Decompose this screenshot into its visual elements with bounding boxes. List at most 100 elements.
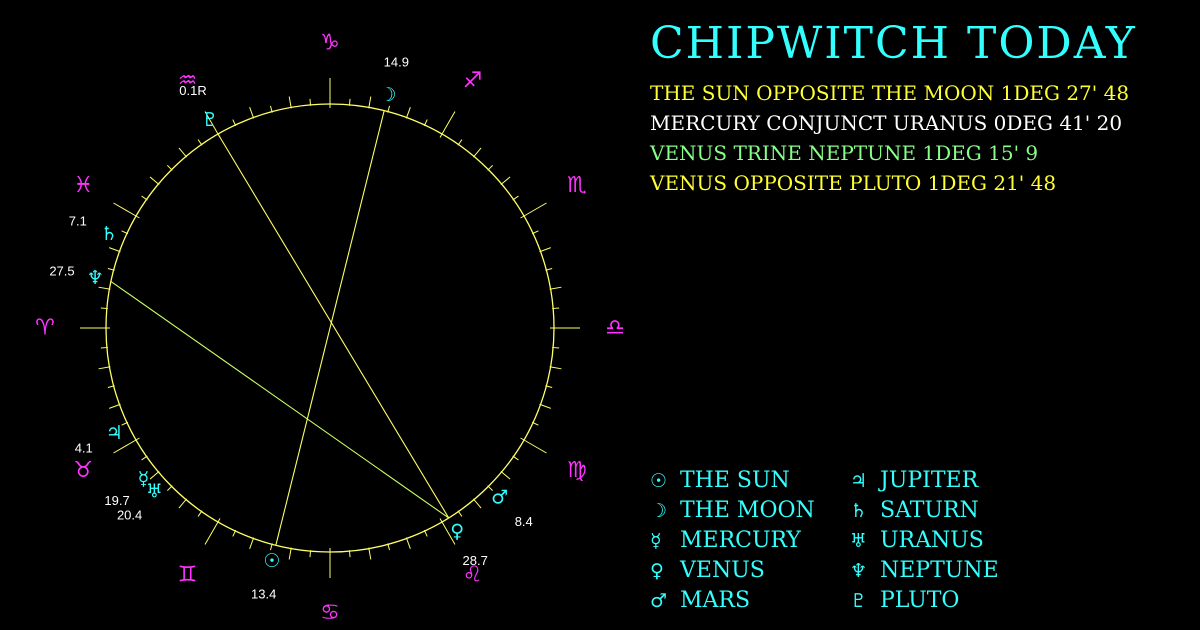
- wheel-tick: [113, 437, 140, 454]
- aspect-item: THE SUN OPPOSITE THE MOON 1DEG 27' 48: [650, 81, 1130, 105]
- pisces-icon: ♓: [73, 173, 93, 198]
- aspect-item: MERCURY CONJUNCT URANUS 0DEG 41' 20: [650, 111, 1123, 135]
- legend-label: THE SUN: [680, 468, 790, 493]
- wheel-tick: [149, 470, 160, 480]
- legend-item-mars: ♂ MARS: [650, 586, 750, 616]
- uranus-icon: ♅: [850, 530, 868, 552]
- venus-icon: ♀: [450, 521, 464, 543]
- mars-icon: ♂: [650, 590, 668, 612]
- uranus-icon: ♅: [146, 481, 163, 503]
- virgo-icon: ♍: [567, 458, 587, 483]
- legend-label: NEPTUNE: [880, 558, 999, 583]
- mars-icon: ♂: [491, 487, 508, 509]
- moon-icon: ☽: [380, 84, 397, 106]
- neptune-icon: ♆: [87, 267, 104, 289]
- pluto-icon: ♇: [201, 109, 218, 131]
- capricorn-icon: ♑: [320, 31, 340, 56]
- wheel-tick: [178, 498, 188, 509]
- pluto-degree-label: 0.1R: [179, 83, 206, 98]
- legend-label: MERCURY: [680, 528, 801, 553]
- wheel-tick: [520, 202, 547, 219]
- aspect-lines: [110, 110, 450, 546]
- wheel-tick: [539, 403, 551, 409]
- wheel-tick: [149, 176, 160, 186]
- wheel-tick: [288, 547, 292, 560]
- wheel-tick: [549, 286, 562, 290]
- sun-icon: ☉: [263, 550, 280, 572]
- neptune-icon: ♆: [850, 560, 868, 582]
- aspect-line-venus-neptune: [110, 280, 450, 519]
- legend-label: VENUS: [680, 558, 765, 583]
- planet-markers: ☉13.4☽14.9☿19.7♀28.7♂8.4♃4.1♄7.1♅20.4♆27…: [49, 55, 532, 602]
- mercury-degree-label: 19.7: [104, 493, 129, 508]
- aspect-list: THE SUN OPPOSITE THE MOON 1DEG 27' 48 ME…: [650, 78, 1129, 198]
- legend-item-moon: ☽ THE MOON: [650, 496, 815, 526]
- wheel-tick: [472, 498, 482, 509]
- legend-label: THE MOON: [680, 498, 815, 523]
- wheel-tick: [405, 537, 411, 549]
- neptune-degree-label: 27.5: [49, 264, 74, 279]
- wheel-tick: [368, 547, 372, 560]
- jupiter-icon: ♃: [850, 470, 868, 492]
- legend-label: SATURN: [880, 498, 979, 523]
- wheel-tick: [249, 107, 255, 119]
- wheel-tick: [204, 111, 221, 138]
- aspect-line-venus-pluto: [217, 133, 450, 519]
- uranus-degree-label: 20.4: [117, 507, 142, 522]
- wheel-tick: [113, 202, 140, 219]
- mercury-icon: ☿: [138, 468, 150, 490]
- zodiac-signs: ♈ ♉ ♊ ♋ ♌ ♍ ♎ ♏ ♐ ♑ ♒ ♓: [35, 31, 625, 626]
- aspect-item: VENUS TRINE NEPTUNE 1DEG 15' 9: [650, 141, 1039, 165]
- venus-icon: ♀: [650, 560, 664, 582]
- wheel-tick: [500, 470, 511, 480]
- wheel-tick: [439, 111, 456, 138]
- wheel-tick: [109, 403, 121, 409]
- taurus-icon: ♉: [73, 458, 93, 483]
- wheel-tick: [439, 518, 456, 545]
- legend-item-pluto: ♇ PLUTO: [850, 586, 959, 616]
- mercury-icon: ☿: [650, 530, 662, 552]
- chart-wheel: ♈♉♊♋♌♍♎♏♐♑♒♓ ☉13.4☽14.9☿19.7♀28.7♂8.4♃4.…: [35, 31, 625, 626]
- wheel-tick: [98, 286, 111, 290]
- wheel-tick: [109, 247, 121, 253]
- moon-icon: ☽: [650, 500, 668, 522]
- wheel-tick: [500, 176, 511, 186]
- leo-icon: ♌: [463, 562, 483, 587]
- scorpio-icon: ♏: [567, 173, 587, 198]
- sagittarius-icon: ♐: [463, 69, 483, 94]
- legend-item-sun: ☉ THE SUN: [650, 466, 790, 496]
- wheel-tick: [405, 107, 411, 119]
- legend-item-mercury: ☿ MERCURY: [650, 526, 801, 556]
- wheel-tick: [288, 96, 292, 109]
- wheel-tick: [178, 147, 188, 158]
- legend-item-saturn: ♄ SATURN: [850, 496, 979, 526]
- sun-degree-label: 13.4: [251, 586, 276, 601]
- cancer-icon: ♋: [320, 601, 340, 626]
- wheel-tick: [520, 437, 547, 454]
- aries-icon: ♈: [35, 316, 55, 341]
- legend-item-jupiter: ♃ JUPITER: [850, 466, 978, 496]
- gemini-icon: ♊: [178, 562, 198, 587]
- legend-item-neptune: ♆ NEPTUNE: [850, 556, 999, 586]
- wheel-tick: [549, 366, 562, 370]
- legend-item-venus: ♀ VENUS: [650, 556, 765, 586]
- legend-label: MARS: [680, 588, 751, 613]
- sun-icon: ☉: [650, 470, 668, 492]
- wheel-tick: [472, 147, 482, 158]
- wheel-tick: [204, 518, 221, 545]
- saturn-icon: ♄: [850, 500, 868, 522]
- legend-label: JUPITER: [880, 468, 979, 493]
- wheel-tick: [368, 96, 372, 109]
- mars-degree-label: 8.4: [515, 514, 533, 529]
- wheel-tick: [539, 247, 551, 253]
- wheel-ring: [105, 103, 555, 553]
- legend-label: PLUTO: [880, 588, 960, 613]
- aquarius-icon: ♒: [178, 69, 198, 94]
- legend-item-uranus: ♅URANUS: [850, 526, 984, 556]
- libra-icon: ♎: [605, 316, 625, 341]
- jupiter-degree-label: 4.1: [75, 441, 93, 456]
- saturn-degree-label: 7.1: [69, 213, 87, 228]
- wheel-tick: [98, 366, 111, 370]
- pluto-icon: ♇: [850, 590, 868, 612]
- aspect-item: VENUS OPPOSITE PLUTO 1DEG 21' 48: [650, 171, 1057, 195]
